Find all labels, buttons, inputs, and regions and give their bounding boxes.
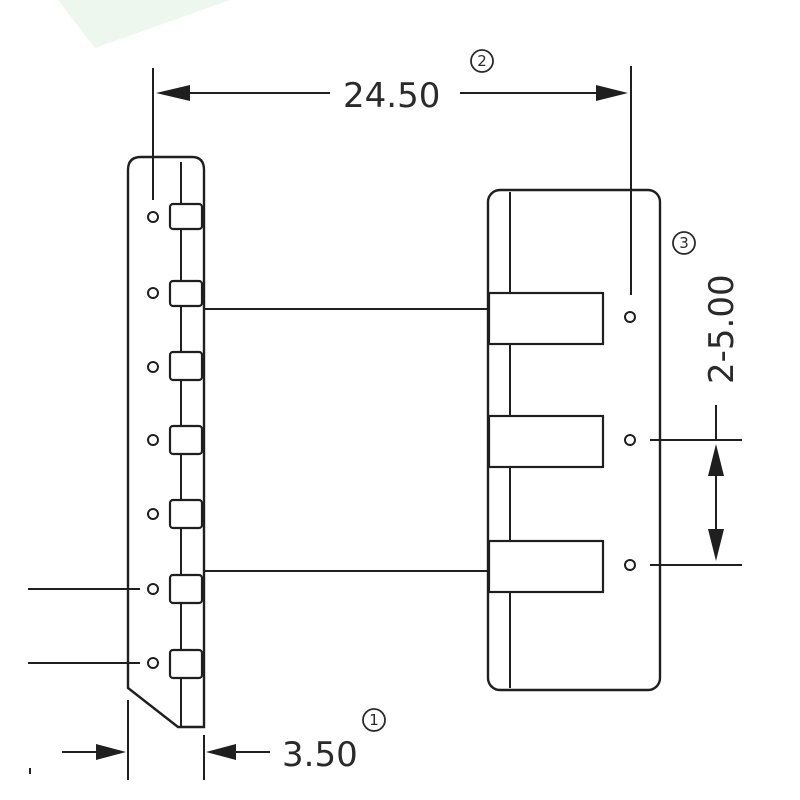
left-pin <box>168 279 204 308</box>
bobbin-body <box>204 308 490 572</box>
left-pin <box>168 424 204 456</box>
dimension-pin-pitch-marker: 3 <box>679 234 689 252</box>
corner-tint <box>58 0 230 48</box>
left-pin <box>168 648 204 680</box>
dimension-flange-thickness-marker: 1 <box>369 711 379 729</box>
pin-hole <box>147 508 159 520</box>
right-holes <box>624 311 636 571</box>
pin-hole <box>624 311 636 323</box>
dimension-overall-length: 24.50 2 <box>152 49 632 295</box>
dimension-flange-thickness-value: 3.50 <box>282 735 358 775</box>
pin-hole <box>147 287 159 299</box>
left-pin <box>168 498 204 530</box>
left-pin <box>168 350 204 382</box>
pin-hole <box>147 583 159 595</box>
right-pin <box>487 414 605 469</box>
left-pin <box>168 573 204 605</box>
pin-hole <box>147 211 159 223</box>
dimension-overall-length-value: 24.50 <box>343 76 440 116</box>
note-marker-circle <box>362 708 386 732</box>
right-pin <box>487 539 605 594</box>
note-marker-circle <box>672 231 696 255</box>
left-holes <box>147 211 159 669</box>
right-pin <box>487 291 605 346</box>
pin-hole <box>624 559 636 571</box>
pin-hole <box>624 434 636 446</box>
dimension-pin-pitch-value: 2-5.00 <box>702 274 742 384</box>
left-pins <box>168 202 204 680</box>
note-marker-circle <box>470 49 494 73</box>
right-pins <box>487 291 605 594</box>
lead-lines <box>28 588 140 664</box>
dimension-overall-length-marker: 2 <box>477 52 487 70</box>
left-pin <box>168 202 204 231</box>
pin-hole <box>147 434 159 446</box>
dimension-pin-pitch: 2-5.00 3 <box>650 231 742 566</box>
pin-hole <box>147 657 159 669</box>
pin-hole <box>147 361 159 373</box>
dimension-flange-thickness: 3.50 1 <box>62 700 386 780</box>
